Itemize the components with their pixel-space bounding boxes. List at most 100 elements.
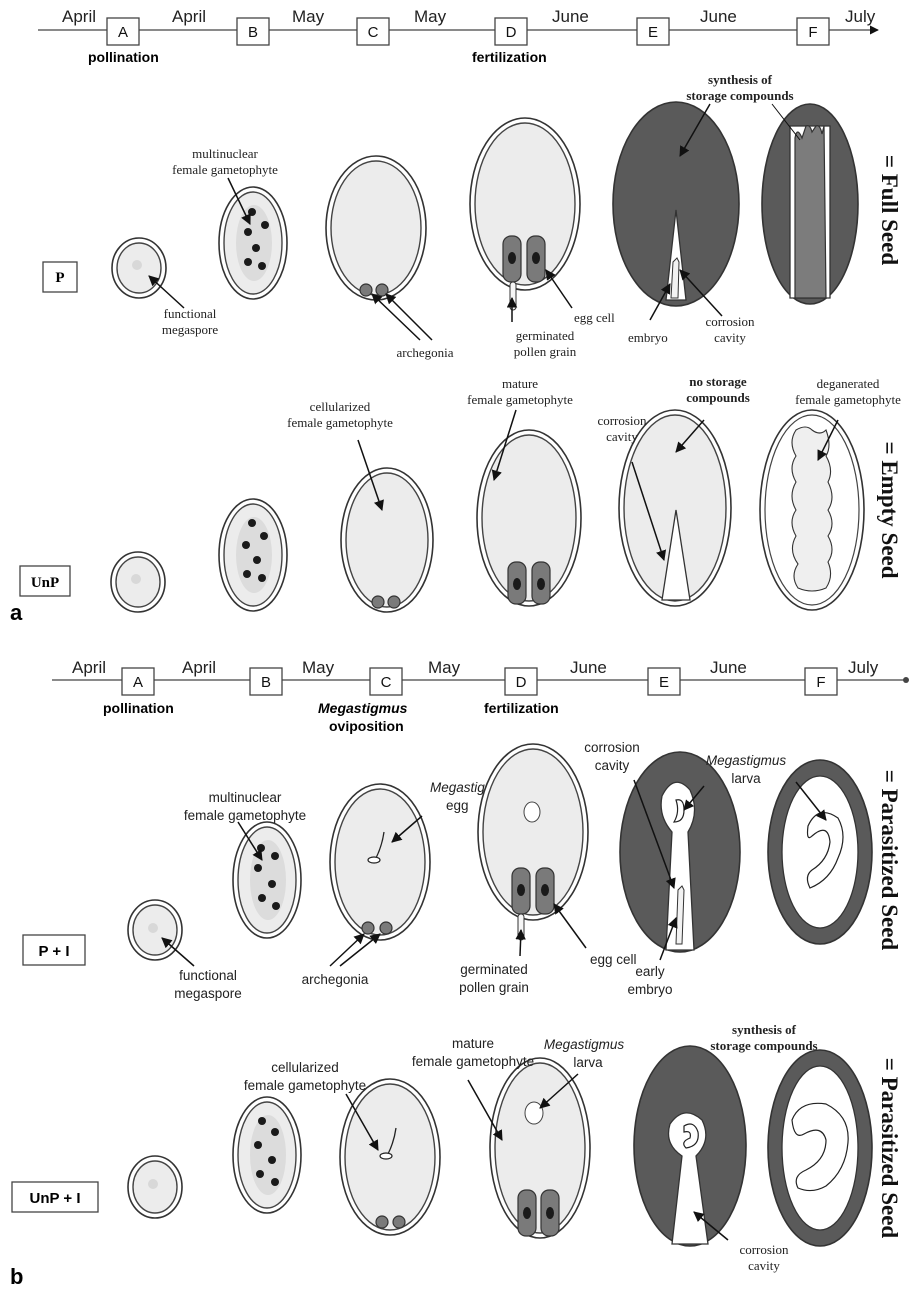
month-label: May — [428, 658, 461, 677]
label-line: female gametophyte — [467, 392, 573, 407]
gametophyte — [250, 840, 286, 920]
nucleus — [252, 244, 260, 252]
nucleus — [253, 556, 261, 564]
timeline-a: April April May May June June July A B C… — [38, 7, 878, 65]
label-line: compounds — [686, 390, 750, 405]
row-tag: P — [55, 270, 64, 286]
label-line: storage compounds — [686, 88, 793, 103]
archegonium — [376, 1216, 388, 1228]
nucleus — [244, 258, 252, 266]
seed-inner — [495, 1063, 585, 1233]
stage-label: B — [248, 24, 258, 41]
label-line: female gametophyte — [412, 1054, 534, 1069]
seed-inner — [346, 473, 428, 607]
label-line: corrosion — [705, 314, 755, 329]
label-line: Megastigmus — [706, 753, 787, 768]
label-line: functional — [179, 968, 237, 983]
month-label: May — [414, 7, 447, 26]
label-line: cavity — [606, 429, 638, 444]
nucleus — [532, 252, 540, 264]
nucleus — [260, 532, 268, 540]
label-line: synthesis of — [708, 72, 773, 87]
seed-inner — [482, 435, 576, 601]
archegonium — [388, 596, 400, 608]
nucleus — [257, 844, 265, 852]
label-line: embryo — [627, 982, 672, 997]
row-tag: UnP — [31, 575, 59, 591]
event-pollination: pollination — [88, 49, 159, 65]
panel-b: April April May May June June July A B C… — [10, 658, 909, 1289]
month-label: April — [172, 7, 206, 26]
label-line: female gametophyte — [172, 162, 278, 177]
label-line: female gametophyte — [287, 415, 393, 430]
label-embryo: embryo — [628, 330, 668, 345]
nucleus — [517, 884, 525, 896]
row-p: P functional megaspore multinuclear fema… — [43, 72, 902, 360]
nucleus — [261, 221, 269, 229]
label-line: pollen grain — [514, 344, 577, 359]
pointer-arrow — [520, 930, 521, 956]
seed-inner — [782, 776, 858, 928]
label-line: mature — [452, 1036, 494, 1051]
pointer-arrow — [386, 294, 432, 340]
label-line: pollen grain — [459, 980, 529, 995]
stage-label: F — [808, 24, 817, 41]
label-line: cavity — [595, 758, 630, 773]
seed-inner — [483, 749, 583, 915]
panel-letter: a — [10, 600, 23, 625]
nucleus — [537, 578, 545, 590]
nucleus — [258, 574, 266, 582]
nucleus — [248, 519, 256, 527]
archegonium — [372, 596, 384, 608]
label-line: corrosion — [584, 740, 640, 755]
nucleus — [256, 1170, 264, 1178]
nucleus — [541, 884, 549, 896]
event-megastigmus: Megastigmus — [318, 700, 408, 716]
label-line: egg — [446, 798, 469, 813]
megaspore — [148, 923, 158, 933]
label-line: storage compounds — [710, 1038, 817, 1053]
label-line: female gametophyte — [795, 392, 901, 407]
pointer-arrow — [554, 904, 586, 948]
label-line: female gametophyte — [184, 808, 306, 823]
label-line: larva — [731, 771, 761, 786]
nucleus — [254, 1141, 262, 1149]
nucleus — [271, 1128, 279, 1136]
label-line: multinuclear — [192, 146, 258, 161]
label-archegonia: archegonia — [302, 972, 369, 987]
stage-label: D — [516, 674, 527, 691]
row-tag: UnP + I — [30, 1190, 81, 1207]
seed-inner — [475, 123, 575, 285]
stage-label: F — [816, 674, 825, 691]
event-fertilization: fertilization — [484, 700, 559, 716]
stage-label: C — [368, 24, 379, 41]
outcome-parasitized-seed: = Parasitized Seed — [877, 1058, 902, 1239]
nucleus — [271, 852, 279, 860]
nucleus — [258, 894, 266, 902]
month-label: June — [700, 7, 737, 26]
label-line: megaspore — [174, 986, 242, 1001]
timeline-b: April April May May June June July A B C… — [52, 658, 909, 734]
label-line: cavity — [748, 1258, 780, 1273]
nucleus — [248, 208, 256, 216]
label-archegonia: archegonia — [396, 345, 453, 360]
label-line: germinated — [460, 962, 528, 977]
month-label: May — [302, 658, 335, 677]
label-line: no storage — [689, 374, 747, 389]
stage-label: E — [648, 24, 658, 41]
nucleus — [258, 262, 266, 270]
outcome-parasitized-seed: = Parasitized Seed — [877, 770, 902, 951]
row-unp: UnP cellularized female gametophyte — [20, 374, 902, 612]
seed-inner — [335, 789, 425, 935]
month-label: June — [552, 7, 589, 26]
seed-inner — [331, 161, 421, 295]
megastigmus-egg — [524, 802, 540, 822]
archegonium — [393, 1216, 405, 1228]
label-line: early — [635, 964, 665, 979]
label-line: multinuclear — [209, 790, 282, 805]
month-label: June — [570, 658, 607, 677]
outcome-full-seed: = Full Seed — [877, 155, 902, 265]
pointer-arrow — [546, 270, 572, 308]
nucleus — [268, 880, 276, 888]
nucleus — [242, 541, 250, 549]
